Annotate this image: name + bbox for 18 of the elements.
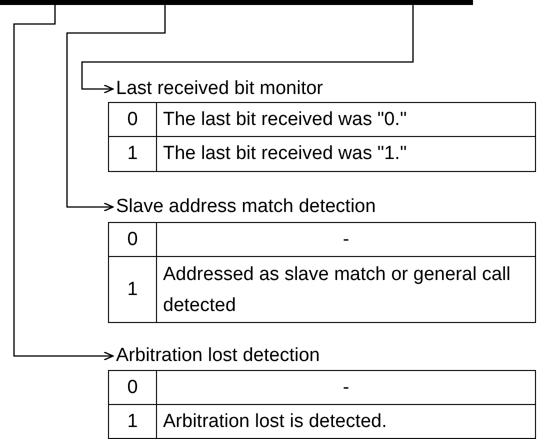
field-heading: Slave address match detection [116, 197, 376, 217]
bit-value: 1 [108, 136, 156, 172]
bit-value: 1 [108, 256, 156, 322]
value-description: - [156, 370, 536, 404]
leader-arrow [13, 5, 114, 361]
field-heading: Last received bit monitor [116, 79, 323, 99]
bit-value: 1 [108, 404, 156, 438]
leader-arrow [66, 5, 166, 212]
value-description: The last bit received was "0." [156, 102, 536, 136]
bit-value: 0 [108, 222, 156, 256]
bit-value: 0 [108, 102, 156, 136]
value-description: Addressed as slave match or general call detected [156, 256, 536, 322]
value-description: Arbitration lost is detected. [156, 404, 536, 438]
field-heading: Arbitration lost detection [116, 346, 320, 366]
value-description: The last bit received was "1." [156, 136, 536, 172]
bit-value: 0 [108, 370, 156, 404]
leader-arrow [81, 5, 414, 94]
value-description: - [156, 222, 536, 256]
